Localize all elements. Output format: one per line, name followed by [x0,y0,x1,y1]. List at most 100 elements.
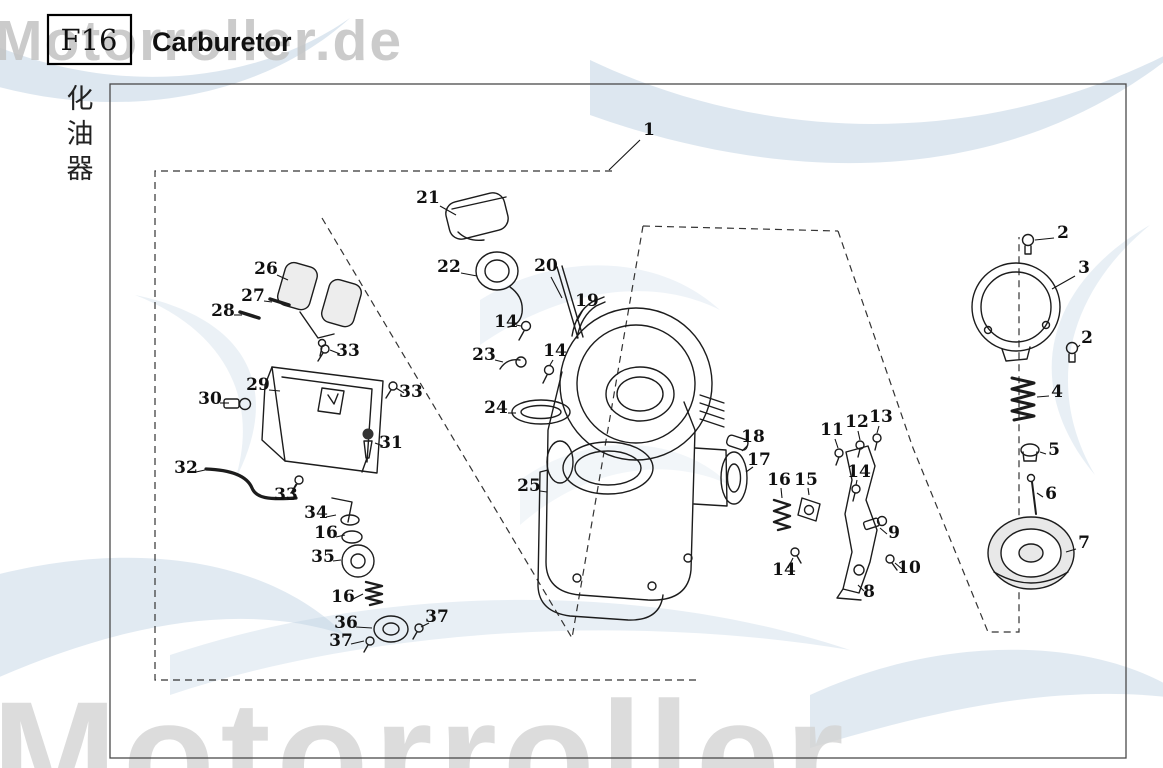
leader-line-33 [395,387,405,394]
side-label-char-1: 化 [67,84,94,115]
carburetor-main-body-drawing [537,307,728,621]
page-title: Carburetor [152,27,292,57]
part-label-26: 26 [254,259,278,279]
swirl-bottom-center [170,599,850,695]
part-label-3: 3 [1078,258,1090,278]
part-6-needle-drawing [1026,473,1037,515]
part-label-22: 22 [437,257,461,277]
part-label-15: 15 [794,470,818,490]
part-15-lever-drawing [797,497,821,522]
part-label-10: 10 [897,558,921,578]
part-label-2: 2 [1081,328,1093,348]
part-32-pipe-drawing [204,467,298,501]
leader-line-27 [263,300,273,303]
swirl-center-lower [520,444,730,525]
leader-line-23 [494,359,504,363]
dashed-right-region [837,230,1020,633]
part-label-14: 14 [543,341,567,361]
leader-line-3 [1051,275,1076,290]
part-label-18: 18 [741,427,765,447]
part-label-35: 35 [311,547,335,567]
leader-line-10 [894,562,903,570]
part-label-4: 4 [1051,382,1063,402]
part-label-14: 14 [847,462,871,482]
part-4-spring-drawing [1010,376,1036,422]
leader-line-35 [332,559,342,562]
leader-line-25 [539,490,548,493]
leader-line-15 [807,487,810,496]
part-27-pin-drawing [268,297,291,307]
part-label-16: 16 [331,587,355,607]
leader-line-36 [355,626,373,629]
leader-line-2 [1034,237,1055,241]
part-16-spring-lower-drawing [364,580,384,607]
part-label-33: 33 [399,382,423,402]
figure-code: F16 [60,23,117,57]
part-label-33: 33 [274,485,298,505]
part-label-21: 21 [416,188,440,208]
leader-line-7 [1065,548,1077,553]
leader-line-13 [876,425,880,434]
side-label: 化 油 器 [67,84,94,185]
leader-line-18 [741,444,749,452]
part-label-37: 37 [329,631,353,651]
leader-line-37 [350,640,365,645]
leader-line-14 [549,359,554,366]
leader-line-29 [268,389,281,392]
leader-line-6 [1036,492,1044,498]
part-7-piston-drawing [987,516,1075,590]
throttle-spring-hatch [699,394,725,428]
parts-36-37-cap-drawing [363,615,424,653]
part-16-spring-right-drawing [772,498,792,532]
dashed-boundary [154,170,1020,681]
part-label-17: 17 [747,450,771,470]
part-label-30: 30 [198,389,222,409]
part-24-gasket-drawing [511,399,571,425]
dashed-top-right [642,225,839,232]
part-label-12: 12 [845,412,869,432]
part-label-16: 16 [767,470,791,490]
part-label-11: 11 [820,420,844,440]
leader-line-22 [460,272,478,277]
leader-line-20 [550,276,563,299]
part-28-pin-drawing [238,310,261,320]
leader-line-1 [608,139,641,171]
part-label-27: 27 [241,286,265,306]
dashed-left-region [154,170,698,681]
swirl-top-right [590,56,1163,164]
part-label-19: 19 [575,291,599,311]
part-label-31: 31 [379,433,403,453]
part-3-cover-drawing [971,262,1061,362]
part-29-chamber-drawing [261,366,384,474]
leader-line-14 [515,324,522,327]
leader-line-26 [276,274,289,281]
part-label-13: 13 [869,407,893,427]
part-label-14: 14 [494,312,518,332]
part-2-screw-mid-drawing [1065,341,1079,363]
part-26-floats-drawing [276,261,362,328]
swirl-center-upper [480,265,720,345]
leader-line-34 [325,514,337,518]
swirl-right-center [1051,225,1150,475]
leader-line-12 [857,430,861,441]
part-label-28: 28 [211,301,235,321]
part-5-seat-drawing [1020,443,1040,462]
swirl-left-center [135,295,256,480]
part-label-24: 24 [484,398,508,418]
leader-line-5 [1039,451,1047,455]
leader-line-14 [787,557,794,569]
watermark-bottom-text: Motorroller [0,670,850,768]
title-block: F16 Carburetor [46,13,292,66]
dashed-center-v [321,217,644,640]
leader-line-11 [834,438,839,449]
side-label-char-3: 器 [67,154,94,185]
part-22-elbow-drawing [475,251,523,328]
part-label-2: 2 [1057,223,1069,243]
part-8-bracket-drawing [836,445,878,601]
part-label-34: 34 [304,503,328,523]
part-label-23: 23 [472,345,496,365]
center-small-screws-drawing [499,320,555,384]
part-2-screw-top-drawing [1021,233,1035,255]
